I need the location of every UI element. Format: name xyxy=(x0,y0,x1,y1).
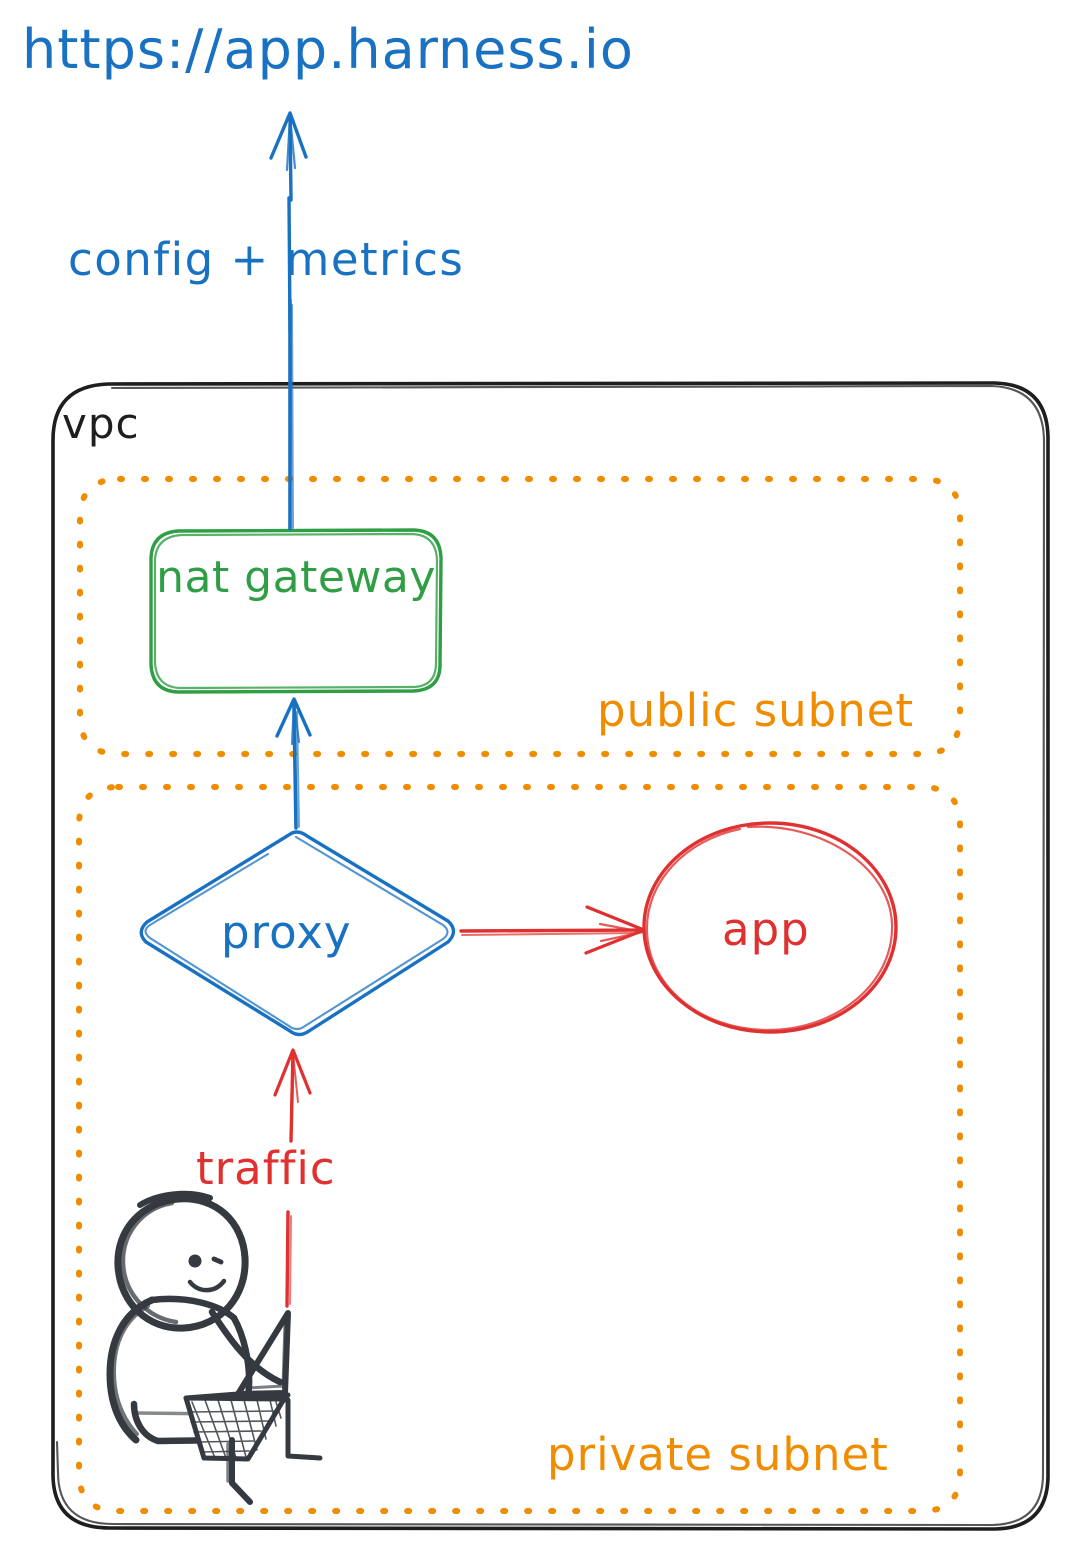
proxy-shape[interactable] xyxy=(139,830,456,1037)
person-with-laptop-illustration[interactable] xyxy=(106,1190,323,1505)
app-label: app xyxy=(722,903,810,956)
edge-user-to-proxy[interactable] xyxy=(273,1048,312,1308)
proxy-node[interactable] xyxy=(138,830,458,1038)
user-person-node[interactable] xyxy=(100,1195,310,1505)
private-subnet-label: private subnet xyxy=(547,1428,889,1481)
public-subnet-label: public subnet xyxy=(597,684,915,737)
vpc-boundary[interactable] xyxy=(51,381,1050,1531)
edge-proxy-to-app[interactable] xyxy=(459,905,646,955)
config-metrics-edge-label: config + metrics xyxy=(68,233,465,286)
nat-gateway-shape[interactable] xyxy=(149,528,443,694)
traffic-edge-label: traffic xyxy=(196,1142,336,1195)
endpoint-url-label: https://app.harness.io xyxy=(22,18,634,81)
app-node[interactable] xyxy=(643,820,897,1033)
app-shape[interactable] xyxy=(642,821,898,1034)
nat-gateway-label: nat gateway xyxy=(156,552,436,603)
vpc-label: vpc xyxy=(62,399,140,448)
nat-gateway-node[interactable] xyxy=(150,530,442,693)
edge-proxy-to-natgw[interactable] xyxy=(275,697,312,830)
proxy-label: proxy xyxy=(221,906,352,959)
public-subnet-boundary[interactable] xyxy=(77,476,963,757)
private-subnet-boundary[interactable] xyxy=(76,784,963,1514)
edge-natgw-to-internet[interactable] xyxy=(269,111,308,531)
